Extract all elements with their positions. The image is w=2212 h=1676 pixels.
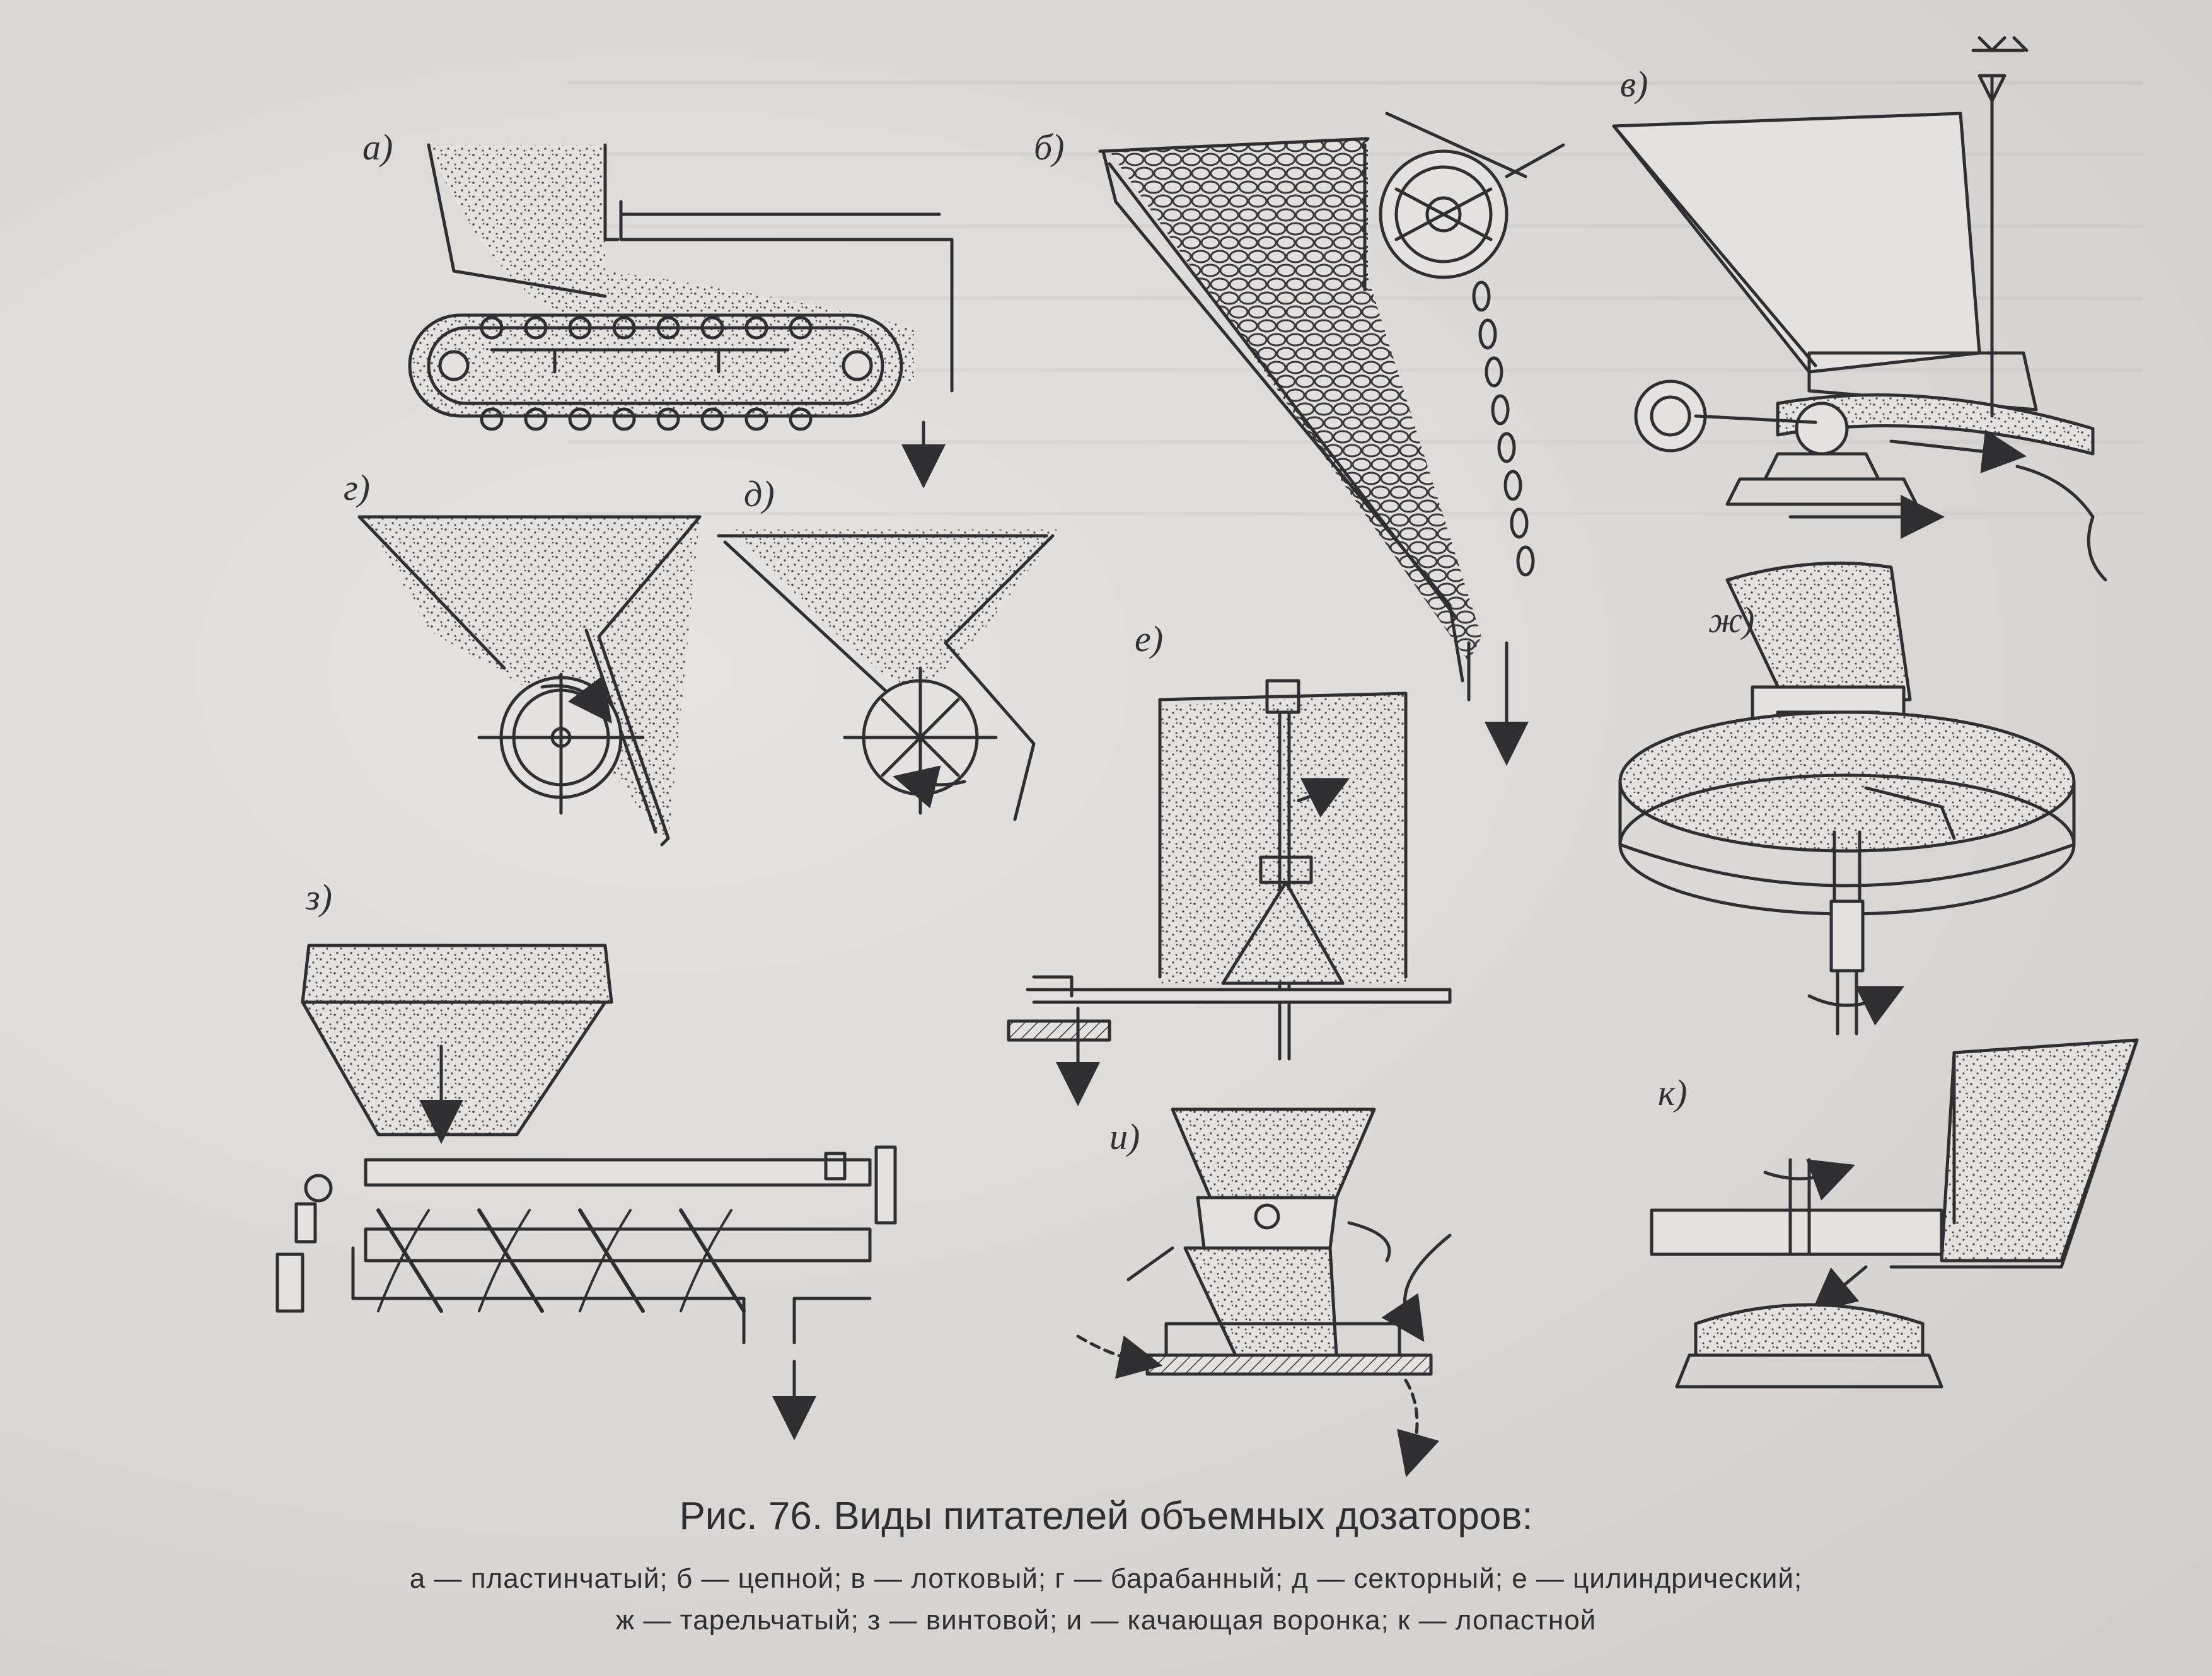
label-tray-feeder: в) (1620, 64, 1648, 105)
label-chain-feeder: б) (1034, 127, 1065, 168)
figure-caption-title: Рис. 76. Виды питателей объемных дозатор… (679, 1494, 1533, 1538)
chain-feeder-drawing (1098, 112, 1565, 766)
label-cylindrical-feeder: е) (1135, 618, 1164, 659)
plate-feeder-drawing (408, 143, 954, 488)
label-sector-feeder: д) (744, 473, 775, 514)
tray-feeder-drawing (1612, 36, 2107, 582)
oscillating-funnel-drawing (1076, 1107, 1452, 1477)
label-screw-feeder: з) (306, 877, 332, 918)
label-oscillating-funnel: и) (1109, 1116, 1140, 1157)
label-drum-feeder: г) (344, 467, 370, 508)
figure-caption-line-1: а — пластинчатый; б — цепной; в — лотков… (409, 1563, 1803, 1594)
screw-feeder-drawing (275, 944, 897, 1440)
figure-caption-line-2: ж — тарельчатый; з — винтовой; и — качаю… (615, 1605, 1597, 1636)
cylindrical-feeder-drawing (1007, 679, 1452, 1106)
label-plate-feeder: а) (362, 127, 393, 168)
drum-feeder-drawing (357, 515, 702, 847)
label-paddle-feeder: к) (1658, 1072, 1688, 1113)
paddle-feeder-drawing (1650, 1038, 2139, 1389)
disk-feeder-drawing (1618, 561, 2076, 1036)
label-disk-feeder: ж) (1708, 599, 1755, 640)
sector-feeder-drawing (717, 529, 1059, 821)
